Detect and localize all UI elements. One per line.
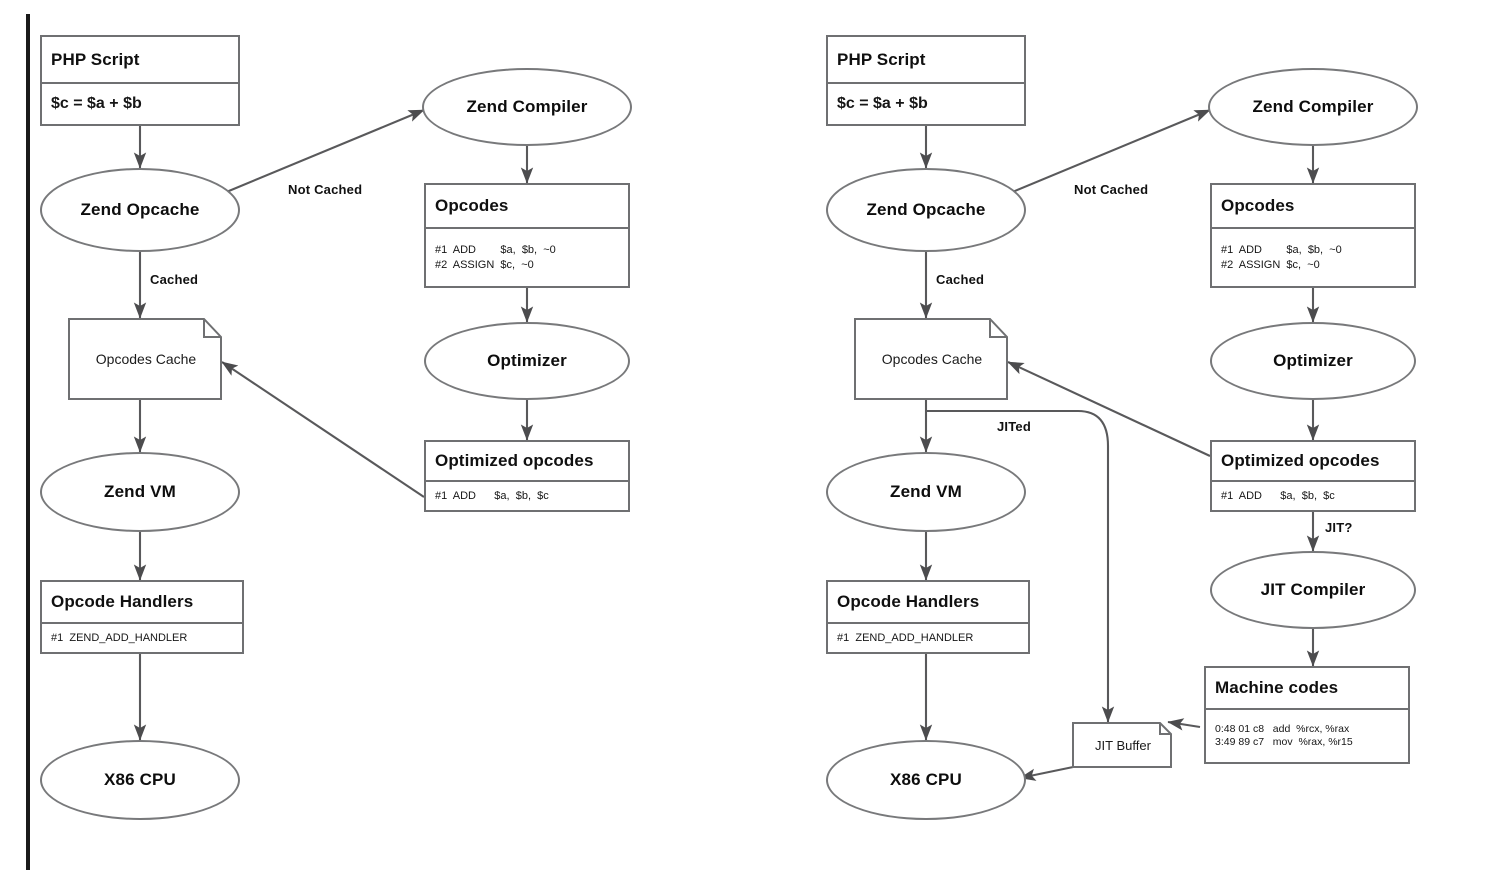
optimizer-ellipse-r[interactable]: Optimizer — [1210, 322, 1416, 400]
optimized-opcodes-divider — [426, 480, 628, 482]
php-script-code: $c = $a + $b — [51, 94, 142, 112]
zend-vm-label-r: Zend VM — [890, 482, 962, 501]
edge-optimized-to-cache-r — [1007, 361, 1211, 457]
zend-opcache-ellipse-r[interactable]: Zend Opcache — [826, 168, 1026, 252]
opcodes-row-1: #1 ADD $a, $b, ~0 — [435, 244, 556, 257]
x86-cpu-label: X86 CPU — [104, 770, 176, 789]
zend-vm-ellipse-r[interactable]: Zend VM — [826, 452, 1026, 532]
x86-cpu-ellipse[interactable]: X86 CPU — [40, 740, 240, 820]
opcodes-cache-doc[interactable]: Opcodes Cache — [68, 318, 222, 400]
zend-opcache-label-r: Zend Opcache — [866, 200, 986, 219]
jit-buffer-doc[interactable]: JIT Buffer — [1072, 722, 1172, 768]
edge-optimized-to-cache — [221, 361, 425, 498]
opcodes-divider-r — [1212, 227, 1414, 229]
label-cached: Cached — [150, 272, 199, 287]
optimized-opcodes-title-r: Optimized opcodes — [1221, 451, 1380, 470]
document-shape-icon — [68, 318, 222, 400]
edge-machinecodes-to-buffer — [1167, 718, 1201, 731]
zend-compiler-ellipse-r[interactable]: Zend Compiler — [1208, 68, 1418, 146]
jit-compiler-ellipse[interactable]: JIT Compiler — [1210, 551, 1416, 629]
php-script-box-r[interactable]: PHP Script $c = $a + $b — [826, 35, 1026, 126]
php-script-title: PHP Script — [51, 49, 140, 69]
opcodes-cache-doc-r[interactable]: Opcodes Cache — [854, 318, 1008, 400]
opcode-handlers-box[interactable]: Opcode Handlers #1 ZEND_ADD_HANDLER — [40, 580, 244, 654]
machine-codes-row-2: 3:49 89 c7 mov %rax, %r15 — [1215, 736, 1353, 748]
opcodes-title: Opcodes — [435, 196, 509, 215]
opcode-handlers-row-1-r: #1 ZEND_ADD_HANDLER — [837, 631, 974, 644]
optimizer-label-r: Optimizer — [1273, 351, 1353, 370]
optimized-opcodes-row-1-r: #1 ADD $a, $b, $c — [1221, 489, 1335, 502]
zend-compiler-label: Zend Compiler — [466, 97, 588, 116]
php-script-divider-r — [828, 82, 1024, 84]
optimized-opcodes-box-r[interactable]: Optimized opcodes #1 ADD $a, $b, $c — [1210, 440, 1416, 512]
opcode-handlers-row-1: #1 ZEND_ADD_HANDLER — [51, 631, 188, 644]
php-script-box[interactable]: PHP Script $c = $a + $b — [40, 35, 240, 126]
machine-codes-box[interactable]: Machine codes 0:48 01 c8 add %rcx, %rax … — [1204, 666, 1410, 764]
opcodes-row-2: #2 ASSIGN $c, ~0 — [435, 258, 534, 271]
zend-compiler-ellipse[interactable]: Zend Compiler — [422, 68, 632, 146]
label-jit-question: JIT? — [1325, 520, 1353, 535]
optimized-opcodes-box[interactable]: Optimized opcodes #1 ADD $a, $b, $c — [424, 440, 630, 512]
machine-codes-title: Machine codes — [1215, 678, 1339, 697]
edge-buffer-to-cpu — [1019, 764, 1079, 781]
optimized-opcodes-row-1: #1 ADD $a, $b, $c — [435, 489, 549, 502]
opcodes-title-r: Opcodes — [1221, 196, 1295, 215]
page-margin-rule — [26, 14, 30, 870]
opcodes-cache-label-r: Opcodes Cache — [881, 351, 983, 367]
document-shape-icon-jit — [1072, 722, 1172, 768]
zend-vm-label: Zend VM — [104, 482, 176, 501]
document-shape-icon-r — [854, 318, 1008, 400]
edge-opcache-to-compiler-r — [1009, 109, 1211, 194]
zend-compiler-label-r: Zend Compiler — [1252, 97, 1374, 116]
zend-opcache-label: Zend Opcache — [80, 200, 200, 219]
opcode-handlers-title: Opcode Handlers — [51, 592, 194, 611]
optimized-opcodes-title: Optimized opcodes — [435, 451, 594, 470]
label-not-cached-r: Not Cached — [1074, 182, 1149, 197]
x86-cpu-label-r: X86 CPU — [890, 770, 962, 789]
jit-buffer-label: JIT Buffer — [1095, 737, 1151, 753]
opcodes-row-1-r: #1 ADD $a, $b, ~0 — [1221, 244, 1342, 257]
machine-codes-divider — [1206, 708, 1408, 710]
optimizer-label: Optimizer — [487, 351, 567, 370]
optimized-opcodes-divider-r — [1212, 480, 1414, 482]
php-script-title-r: PHP Script — [837, 49, 926, 69]
opcodes-box[interactable]: Opcodes #1 ADD $a, $b, ~0 #2 ASSIGN $c, … — [424, 183, 630, 288]
optimizer-ellipse[interactable]: Optimizer — [424, 322, 630, 400]
label-cached-r: Cached — [936, 272, 985, 287]
zend-vm-ellipse[interactable]: Zend VM — [40, 452, 240, 532]
zend-opcache-ellipse[interactable]: Zend Opcache — [40, 168, 240, 252]
opcode-handlers-divider-r — [828, 622, 1028, 624]
x86-cpu-ellipse-r[interactable]: X86 CPU — [826, 740, 1026, 820]
opcode-handlers-box-r[interactable]: Opcode Handlers #1 ZEND_ADD_HANDLER — [826, 580, 1030, 654]
label-jited: JITed — [997, 419, 1031, 434]
opcode-handlers-title-r: Opcode Handlers — [837, 592, 980, 611]
php-script-code-r: $c = $a + $b — [837, 94, 928, 112]
jit-compiler-label: JIT Compiler — [1260, 580, 1366, 599]
label-not-cached: Not Cached — [288, 182, 363, 197]
machine-codes-row-1: 0:48 01 c8 add %rcx, %rax — [1215, 722, 1350, 735]
opcodes-box-r[interactable]: Opcodes #1 ADD $a, $b, ~0 #2 ASSIGN $c, … — [1210, 183, 1416, 288]
edge-opcache-to-compiler — [223, 109, 425, 194]
opcode-handlers-divider — [42, 622, 242, 624]
opcodes-cache-label: Opcodes Cache — [95, 351, 197, 367]
opcodes-row-2-r: #2 ASSIGN $c, ~0 — [1221, 258, 1320, 271]
php-script-divider — [42, 82, 238, 84]
opcodes-divider — [426, 227, 628, 229]
